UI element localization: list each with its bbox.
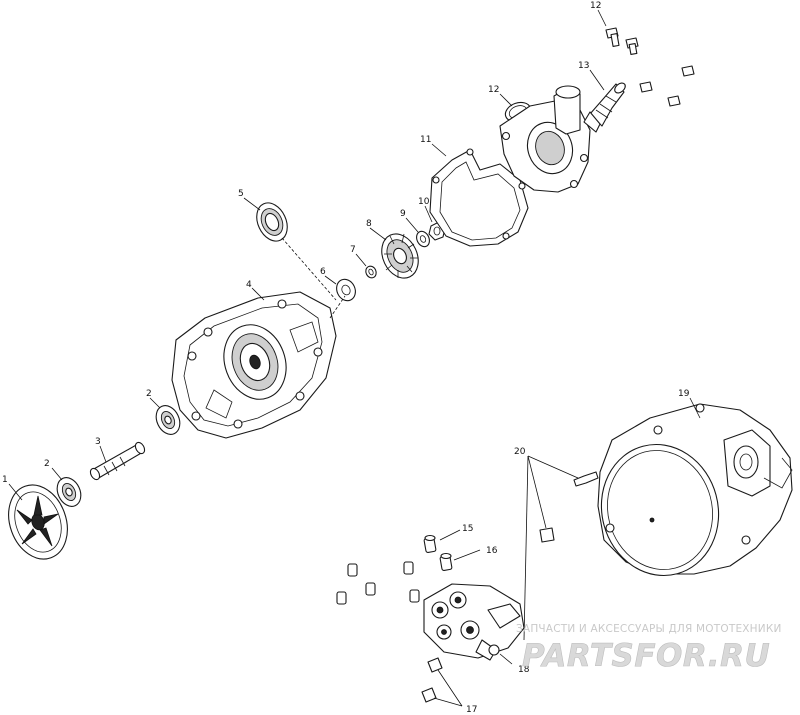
callout-11: 11: [420, 135, 431, 145]
callout-12-oring: 12: [488, 85, 499, 95]
callout-18: 18: [518, 665, 530, 675]
bolt: [639, 81, 653, 93]
bolt: [605, 27, 620, 47]
part-1-impeller-gear: [8, 484, 68, 560]
callout-1: 1: [2, 475, 8, 485]
part-16-fitting: [439, 552, 453, 571]
callout-10: 10: [418, 197, 430, 207]
callout-8: 8: [366, 219, 372, 229]
part-2-bearing-lower: [56, 477, 82, 507]
callout-12-bolt: 12: [590, 1, 601, 11]
bolt: [625, 37, 639, 55]
watermark: ЗАПЧАСТИ И АКСЕССУАРЫ ДЛЯ МОТОТЕХНИКИ PA…: [516, 623, 782, 674]
callout-16: 16: [486, 546, 498, 556]
leader-lines: [8, 9, 701, 707]
part-5-oil-seal: [256, 202, 288, 242]
part-12-bolts-top: [605, 27, 695, 107]
callout-2-lower: 2: [44, 459, 50, 469]
callout-2-upper: 2: [146, 389, 152, 399]
part-19-cover: [597, 403, 793, 577]
small-fittings: [336, 561, 420, 605]
callout-7: 7: [350, 245, 356, 255]
callout-17: 17: [466, 705, 477, 715]
callout-15: 15: [462, 524, 473, 534]
callout-13: 13: [578, 61, 589, 71]
watermark-logo: PARTSFOR.RU: [522, 638, 770, 674]
callout-6: 6: [320, 267, 326, 277]
part-15-fitting: [423, 534, 437, 553]
part-17-bolts: [421, 657, 443, 703]
callout-3: 3: [95, 437, 101, 447]
part-4-pump-housing: [171, 291, 337, 439]
part-9-washer: [416, 230, 430, 248]
bolt: [681, 65, 695, 77]
part-6-washer: [336, 278, 356, 302]
part-3-shaft: [89, 441, 146, 481]
bolt: [667, 95, 681, 107]
part-7-ring: [365, 265, 377, 279]
part-13-hose-elbow: [583, 82, 626, 133]
callout-20: 20: [514, 447, 526, 457]
callout-4: 4: [246, 280, 252, 290]
callout-5: 5: [238, 189, 244, 199]
callout-9: 9: [400, 209, 406, 219]
callout-labels: 1 2 2 3 4 5 6 7 8 9 10 11 12 12 13 15 16…: [2, 1, 690, 715]
callout-19: 19: [678, 389, 690, 399]
part-8-impeller: [381, 233, 419, 279]
watermark-tagline: ЗАПЧАСТИ И АКСЕССУАРЫ ДЛЯ МОТОТЕХНИКИ: [516, 623, 782, 635]
part-20-bolts: [539, 471, 599, 543]
part-18-thermostat-housing: [423, 583, 525, 661]
part-11-gasket: [429, 148, 529, 247]
part-2-bearing-upper: [155, 405, 181, 435]
pump-cover: [499, 85, 591, 193]
